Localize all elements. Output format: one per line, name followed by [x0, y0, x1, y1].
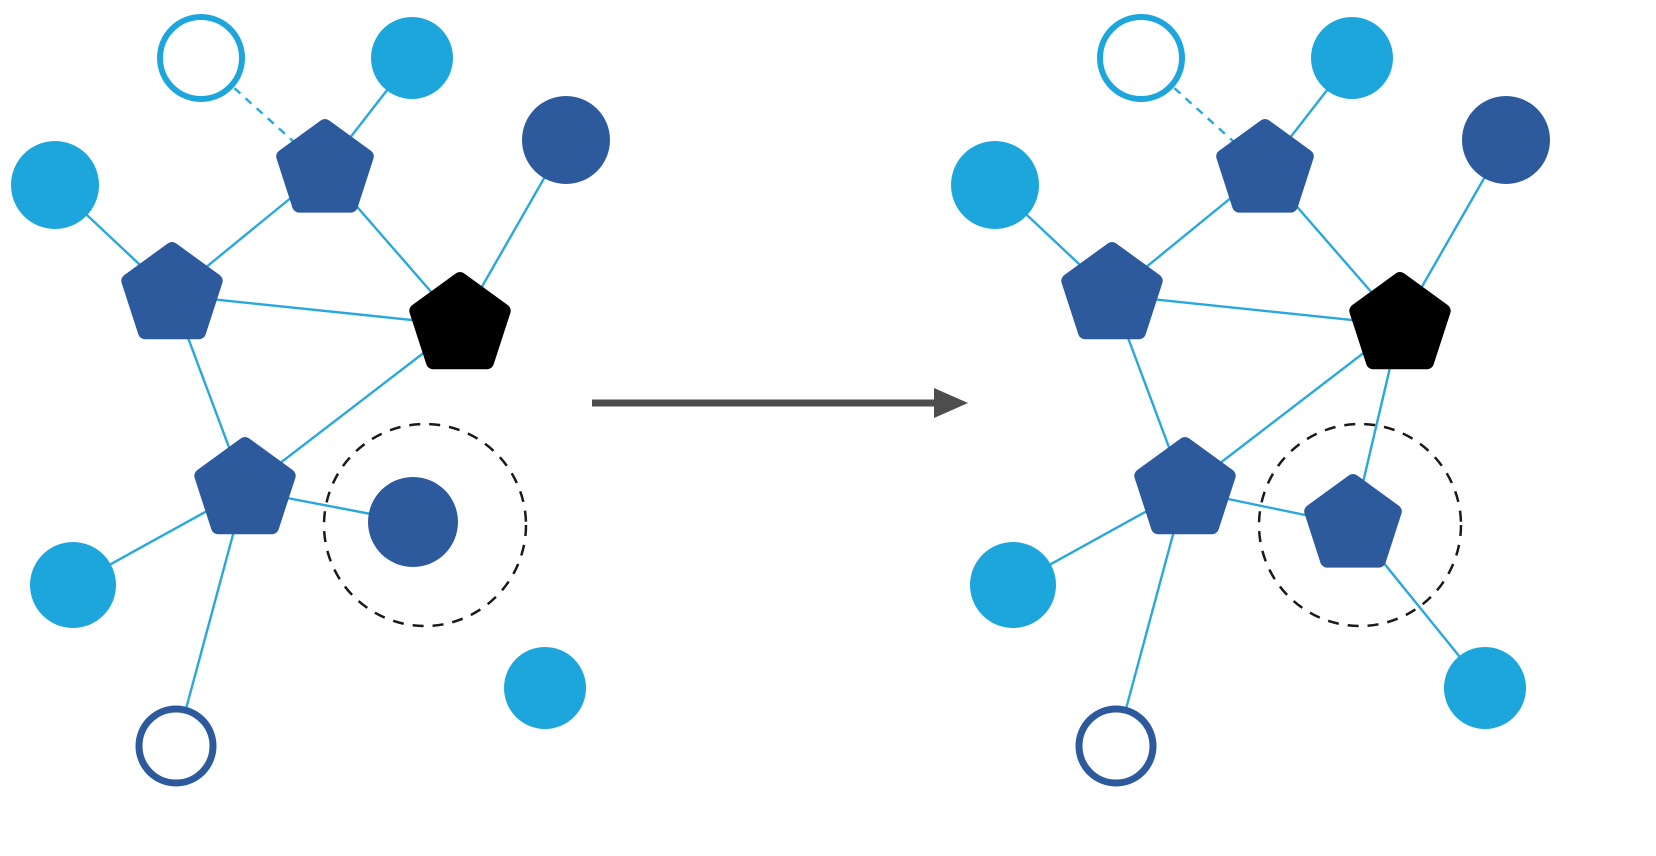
- left-graph-node-outline-cyan-top-circle: [157, 14, 245, 102]
- left-graph-node-darkblue-topright-circle: [522, 96, 610, 184]
- left-graph-node-pent-lower-pentagon: [194, 437, 296, 535]
- left-graph-node-cyan-bottomright-circle: [504, 647, 586, 729]
- right-graph-node-darkblue-topright-circle: [1462, 96, 1550, 184]
- right-graph-node-cyan-lowerleft-circle: [970, 542, 1056, 628]
- right-graph-highlight-dashed-circle: [1257, 422, 1463, 628]
- left-graph-node-cyan-left-circle: [11, 141, 99, 229]
- left-graph-node-outline-darkblue-bottom-circle: [135, 705, 217, 787]
- right-graph-node-outline-darkblue-bottom-circle: [1075, 705, 1157, 787]
- right-graph-node-outline-cyan-top-circle: [1097, 14, 1185, 102]
- transform-arrow-head: [934, 388, 968, 418]
- right-graph-node-pent-highlight-pentagon: [1304, 474, 1402, 568]
- left-graph-node-pent-top-pentagon: [276, 119, 374, 213]
- left-graph-highlight-dashed-circle: [322, 422, 528, 628]
- right-graph-node-pent-top-pentagon: [1216, 119, 1314, 213]
- left-graph-node-circle-highlight-circle: [368, 477, 458, 567]
- right-graph-node-pent-black-pentagon: [1349, 272, 1451, 370]
- right-graph-node-pent-lower-pentagon: [1134, 437, 1236, 535]
- right-graph-node-cyan-bottomright-circle: [1444, 647, 1526, 729]
- right-graph-node-pent-midleft-pentagon: [1061, 242, 1163, 340]
- right-graph-node-cyan-top-circle: [1311, 17, 1393, 99]
- right-graph-node-cyan-left-circle: [951, 141, 1039, 229]
- left-graph-node-cyan-top-circle: [371, 17, 453, 99]
- left-graph-node-pent-black-pentagon: [409, 272, 511, 370]
- left-graph-node-pent-midleft-pentagon: [121, 242, 223, 340]
- left-graph-node-cyan-lowerleft-circle: [30, 542, 116, 628]
